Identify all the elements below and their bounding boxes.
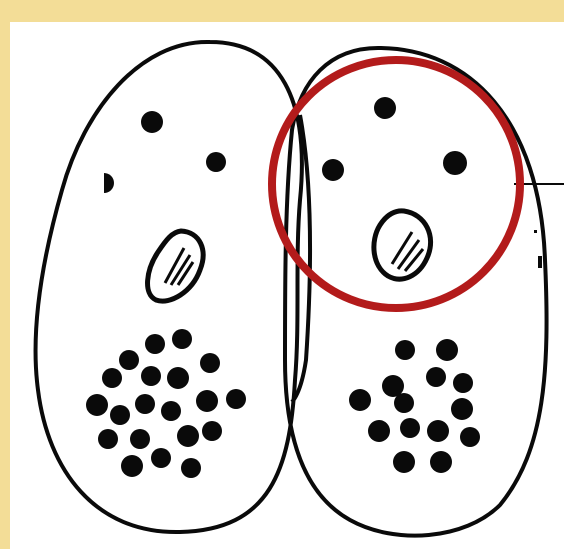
right-cell-nucleus bbox=[374, 211, 431, 279]
